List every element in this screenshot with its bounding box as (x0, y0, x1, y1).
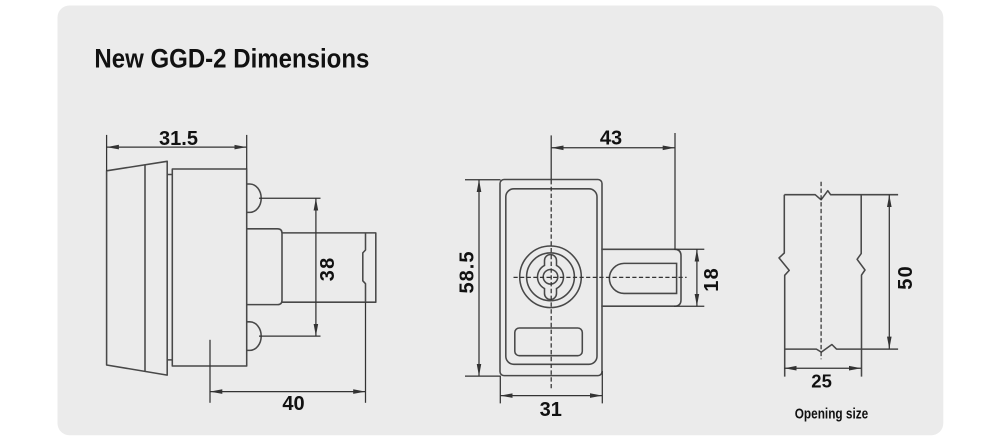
svg-text:31: 31 (540, 399, 562, 421)
svg-text:Opening size: Opening size (795, 405, 869, 422)
svg-text:58.5: 58.5 (457, 252, 479, 294)
svg-text:31.5: 31.5 (159, 128, 198, 150)
svg-text:50: 50 (895, 266, 917, 290)
svg-text:18: 18 (701, 268, 723, 292)
svg-text:38: 38 (317, 258, 339, 282)
svg-text:43: 43 (600, 128, 622, 150)
svg-text:25: 25 (811, 370, 832, 391)
svg-text:40: 40 (282, 393, 304, 415)
svg-text:New GGD-2 Dimensions: New GGD-2 Dimensions (94, 44, 369, 74)
